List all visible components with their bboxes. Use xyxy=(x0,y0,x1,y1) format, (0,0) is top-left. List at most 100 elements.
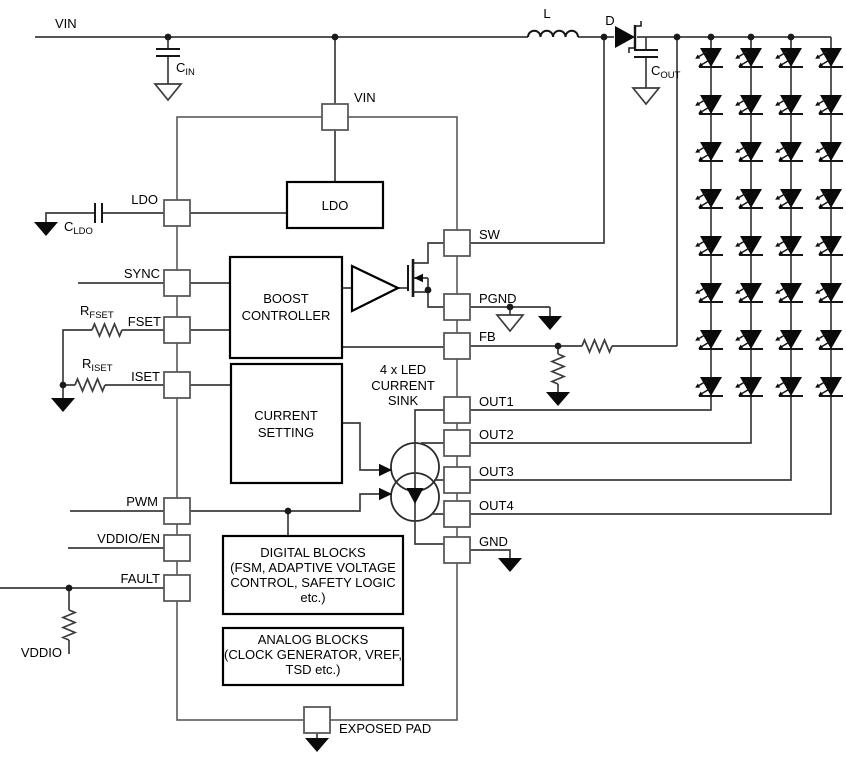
mosfet-body-arrow-icon xyxy=(414,273,423,283)
led-icon xyxy=(774,235,804,256)
fb-divider-wire xyxy=(470,345,677,392)
led-icon xyxy=(814,235,844,256)
current-set-arrowhead-icon xyxy=(379,463,392,477)
pin-fb-label: FB xyxy=(479,329,496,344)
current-set-to-sink-wire xyxy=(342,422,380,471)
pin-vddio-en-label: VDDIO/EN xyxy=(97,531,160,546)
led-string1-wire xyxy=(470,37,712,411)
led-icon xyxy=(774,376,804,397)
cldo-ground-icon xyxy=(34,222,58,236)
vin-net-label: VIN xyxy=(55,16,77,31)
led-icon xyxy=(694,188,724,209)
sink-arrow-icon xyxy=(406,488,424,504)
led-icon xyxy=(774,282,804,303)
led-icon xyxy=(734,282,764,303)
led-icon xyxy=(814,376,844,397)
cin-label: CIN xyxy=(176,60,195,78)
current-sink-label-3: SINK xyxy=(388,393,419,408)
pin-out3-label: OUT3 xyxy=(479,464,514,479)
led-icon xyxy=(774,329,804,350)
passives xyxy=(62,21,659,641)
led-icon xyxy=(814,188,844,209)
pgnd-signal-ground-icon xyxy=(496,314,524,332)
led-icon xyxy=(694,235,724,256)
sink-to-out1-wire xyxy=(414,409,444,443)
pin-pwm-label: PWM xyxy=(126,494,158,509)
gate-driver-and-mosfet xyxy=(350,259,423,313)
pin-pwm xyxy=(163,497,191,525)
pin-vin xyxy=(321,103,349,131)
vddio-pullup-resistor-icon xyxy=(62,609,76,641)
block-current-setting-label-1: CURRENT xyxy=(254,408,318,423)
pin-fault-label: FAULT xyxy=(121,571,161,586)
fault-wire xyxy=(0,587,164,654)
current-sink-label-1: 4 x LED xyxy=(380,362,426,377)
pin-iset xyxy=(163,371,191,399)
block-analog-label-3: TSD etc.) xyxy=(286,662,341,677)
led-icon xyxy=(814,282,844,303)
led-icon xyxy=(694,94,724,115)
pin-vddio-en xyxy=(163,534,191,562)
block-digital-label-1: DIGITAL BLOCKS xyxy=(260,545,366,560)
cout-label: COUT xyxy=(651,63,681,81)
cldo-label: CLDO xyxy=(64,219,93,237)
inductor-icon xyxy=(527,29,579,38)
block-ldo-label: LDO xyxy=(322,198,349,213)
led-icon xyxy=(694,282,724,303)
led-icon xyxy=(694,329,724,350)
led-icon xyxy=(814,47,844,68)
cin-ground-icon xyxy=(154,83,182,101)
block-boost-label-1: BOOST xyxy=(263,291,309,306)
rfset-resistor-icon xyxy=(91,323,123,337)
led-string3-wire xyxy=(470,37,792,481)
cout-capacitor-icon xyxy=(633,49,659,58)
rfset-wire xyxy=(62,329,164,385)
pin-iset-label: ISET xyxy=(131,369,160,384)
pwm-internal-wire xyxy=(190,493,380,536)
pin-out4-label: OUT4 xyxy=(479,498,514,513)
gnd-wire xyxy=(470,549,511,558)
led-icon xyxy=(814,141,844,162)
pin-sync-label: SYNC xyxy=(124,266,160,281)
fb-ground-icon xyxy=(546,392,570,406)
led-icon xyxy=(734,329,764,350)
pin-pgnd xyxy=(443,293,471,321)
diode-label: D xyxy=(605,13,614,28)
block-current-setting xyxy=(229,362,344,485)
led-icon xyxy=(694,376,724,397)
riset-resistor-icon xyxy=(74,378,106,392)
block-digital xyxy=(221,534,405,616)
pin-exposed-pad-label: EXPOSED PAD xyxy=(339,721,431,736)
led-icon xyxy=(734,47,764,68)
block-analog-label-2: (CLOCK GENERATOR, VREF, xyxy=(224,647,402,662)
led-icon xyxy=(814,94,844,115)
block-digital-label-3: CONTROL, SAFETY LOGIC xyxy=(230,575,395,590)
pin-out4 xyxy=(443,500,471,528)
pin-ldo-label: LDO xyxy=(131,192,158,207)
pin-out3 xyxy=(443,466,471,494)
cin-capacitor-icon xyxy=(155,48,181,57)
riset-label: RISET xyxy=(82,356,113,374)
diode-schottky-hooks xyxy=(628,21,642,53)
pin-out1 xyxy=(443,396,471,424)
led-icon xyxy=(694,141,724,162)
sw-wire xyxy=(470,37,605,244)
pin-out2-label: OUT2 xyxy=(479,427,514,442)
led-icon xyxy=(814,329,844,350)
current-sink: 4 x LED CURRENT SINK xyxy=(371,362,444,545)
riset-wire xyxy=(62,384,164,398)
block-analog xyxy=(221,626,405,687)
pin-out1-label: OUT1 xyxy=(479,394,514,409)
block-digital-label-2: (FSM, ADAPTIVE VOLTAGE xyxy=(230,560,396,575)
pin-fset-label: FSET xyxy=(128,314,161,329)
rset-ground-icon xyxy=(51,398,75,412)
pin-sync xyxy=(163,269,191,297)
inductor-label: L xyxy=(543,6,550,21)
block-ldo xyxy=(285,180,385,230)
pin-fset xyxy=(163,316,191,344)
block-analog-label-1: ANALOG BLOCKS xyxy=(258,632,369,647)
pin-out2 xyxy=(443,429,471,457)
pin-sw xyxy=(443,229,471,257)
